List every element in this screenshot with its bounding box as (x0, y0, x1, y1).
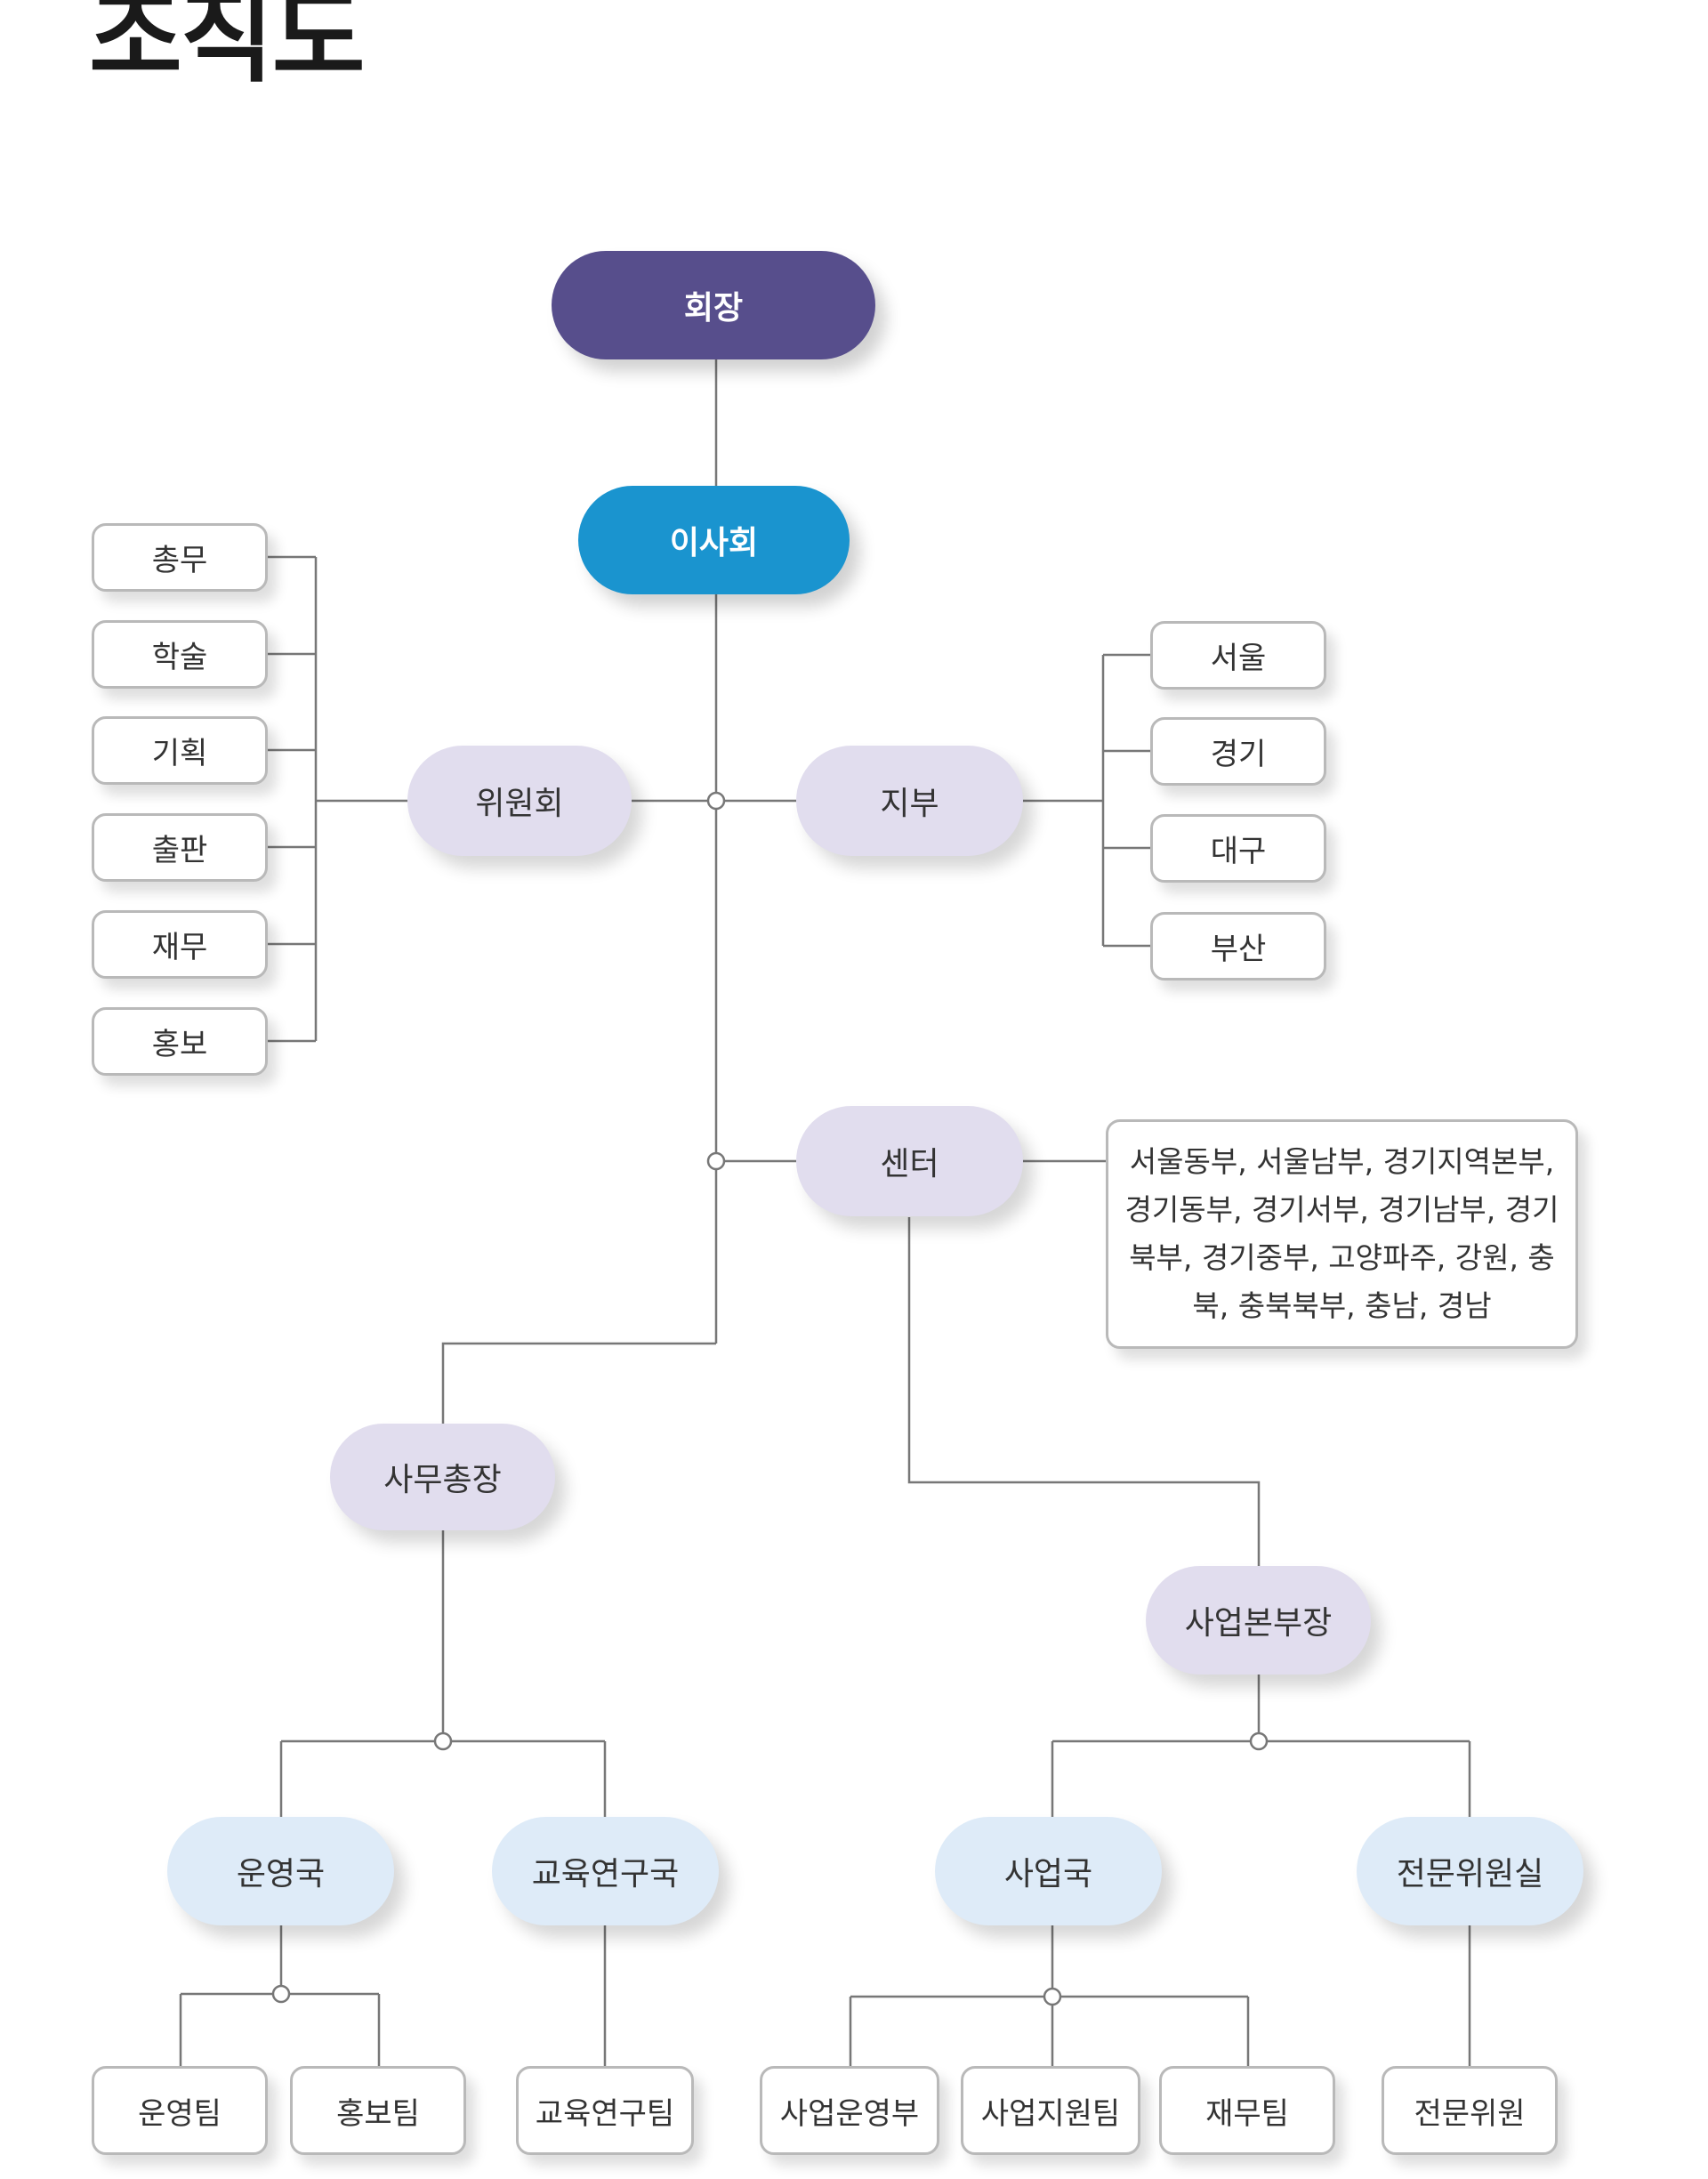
team-operations: 운영팀 (92, 2066, 268, 2155)
secretary-general-node: 사무총장 (330, 1424, 555, 1530)
committee-item-publishing: 출판 (92, 813, 268, 882)
dept-expert-office-node: 전문위원실 (1357, 1817, 1583, 1925)
team-business-operations: 사업운영부 (760, 2066, 939, 2155)
committee-item-general-affairs: 총무 (92, 523, 268, 592)
center-list-box: 서울동부, 서울남부, 경기지역본부, 경기동부, 경기서부, 경기남부, 경기… (1106, 1119, 1578, 1349)
committee-item-pr: 홍보 (92, 1007, 268, 1076)
branch-item-busan: 부산 (1150, 912, 1326, 981)
dept-business-node: 사업국 (935, 1817, 1162, 1925)
team-education-research: 교육연구팀 (516, 2066, 694, 2155)
team-business-support: 사업지원팀 (961, 2066, 1140, 2155)
committee-item-planning: 기획 (92, 716, 268, 785)
committee-item-finance: 재무 (92, 910, 268, 979)
branch-node: 지부 (796, 746, 1023, 856)
business-director-node: 사업본부장 (1146, 1566, 1371, 1675)
team-expert-member: 전문위원 (1382, 2066, 1558, 2155)
branch-item-seoul: 서울 (1150, 621, 1326, 690)
branch-item-gyeonggi: 경기 (1150, 717, 1326, 786)
page-title: 조직도 (89, 0, 366, 96)
board-node: 이사회 (578, 486, 850, 594)
center-node: 센터 (796, 1106, 1023, 1216)
team-pr: 홍보팀 (290, 2066, 466, 2155)
branch-item-daegu: 대구 (1150, 814, 1326, 883)
team-finance: 재무팀 (1159, 2066, 1335, 2155)
dept-education-research-node: 교육연구국 (492, 1817, 719, 1925)
president-node: 회장 (552, 251, 875, 359)
dept-operations-node: 운영국 (167, 1817, 394, 1925)
committee-node: 위원회 (407, 746, 632, 856)
committee-item-academic: 학술 (92, 620, 268, 689)
